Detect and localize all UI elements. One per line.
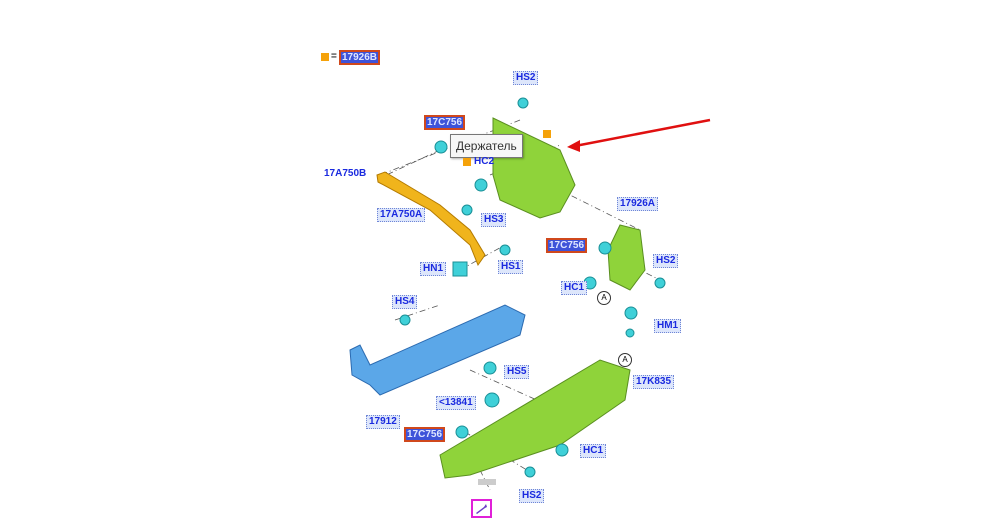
part-label-hs2[interactable]: HS2: [519, 489, 545, 503]
highlight-marker: [543, 130, 551, 138]
legend-color-swatch: [321, 53, 329, 61]
part-label-17c756[interactable]: 17C756: [404, 427, 446, 442]
part-label-hs5[interactable]: HS5: [504, 365, 530, 379]
callout-a: A: [597, 291, 611, 305]
tool-icon: [476, 504, 487, 514]
part-label-17a750b[interactable]: 17A750B: [324, 168, 367, 179]
part-label-hc1[interactable]: HC1: [580, 444, 607, 458]
fasteners: [399, 97, 666, 478]
part-label-hs1[interactable]: HS1: [498, 260, 524, 274]
part-label-17912[interactable]: 17912: [366, 415, 400, 429]
tool-icon-button[interactable]: [471, 499, 492, 518]
legend-part-link[interactable]: 17926B: [339, 50, 381, 65]
bracket-17a750: [376, 171, 486, 267]
legend-equals: =: [331, 51, 337, 62]
scuff-plate-17k835: [439, 359, 631, 479]
reinforcement-17912: [349, 304, 526, 396]
part-label-17c756[interactable]: 17C756: [546, 238, 588, 253]
part-label-17926a[interactable]: 17926A: [617, 197, 659, 211]
part-label-hn1[interactable]: HN1: [420, 262, 447, 276]
callout-a: A: [618, 353, 632, 367]
highlight-marker: [463, 158, 471, 166]
part-label-hs2[interactable]: HS2: [513, 71, 539, 85]
tooltip: Держатель: [450, 134, 523, 158]
part-label-hs2[interactable]: HS2: [653, 254, 679, 268]
part-label-hs4[interactable]: HS4: [392, 295, 418, 309]
part-label-hs3[interactable]: HS3: [481, 213, 507, 227]
part-label-17k835[interactable]: 17K835: [633, 375, 675, 389]
part-label-17a750a[interactable]: 17A750A: [377, 208, 426, 222]
part-label-hm1[interactable]: HM1: [654, 319, 682, 333]
part-label-hc2[interactable]: HC2: [474, 156, 495, 167]
bracket-17926a: [607, 224, 646, 291]
part-label-17c756[interactable]: 17C756: [424, 115, 466, 130]
bracket-17926b: [492, 117, 576, 219]
part-label-hc1[interactable]: HC1: [561, 281, 588, 295]
part-label-13841[interactable]: <13841: [436, 396, 476, 410]
